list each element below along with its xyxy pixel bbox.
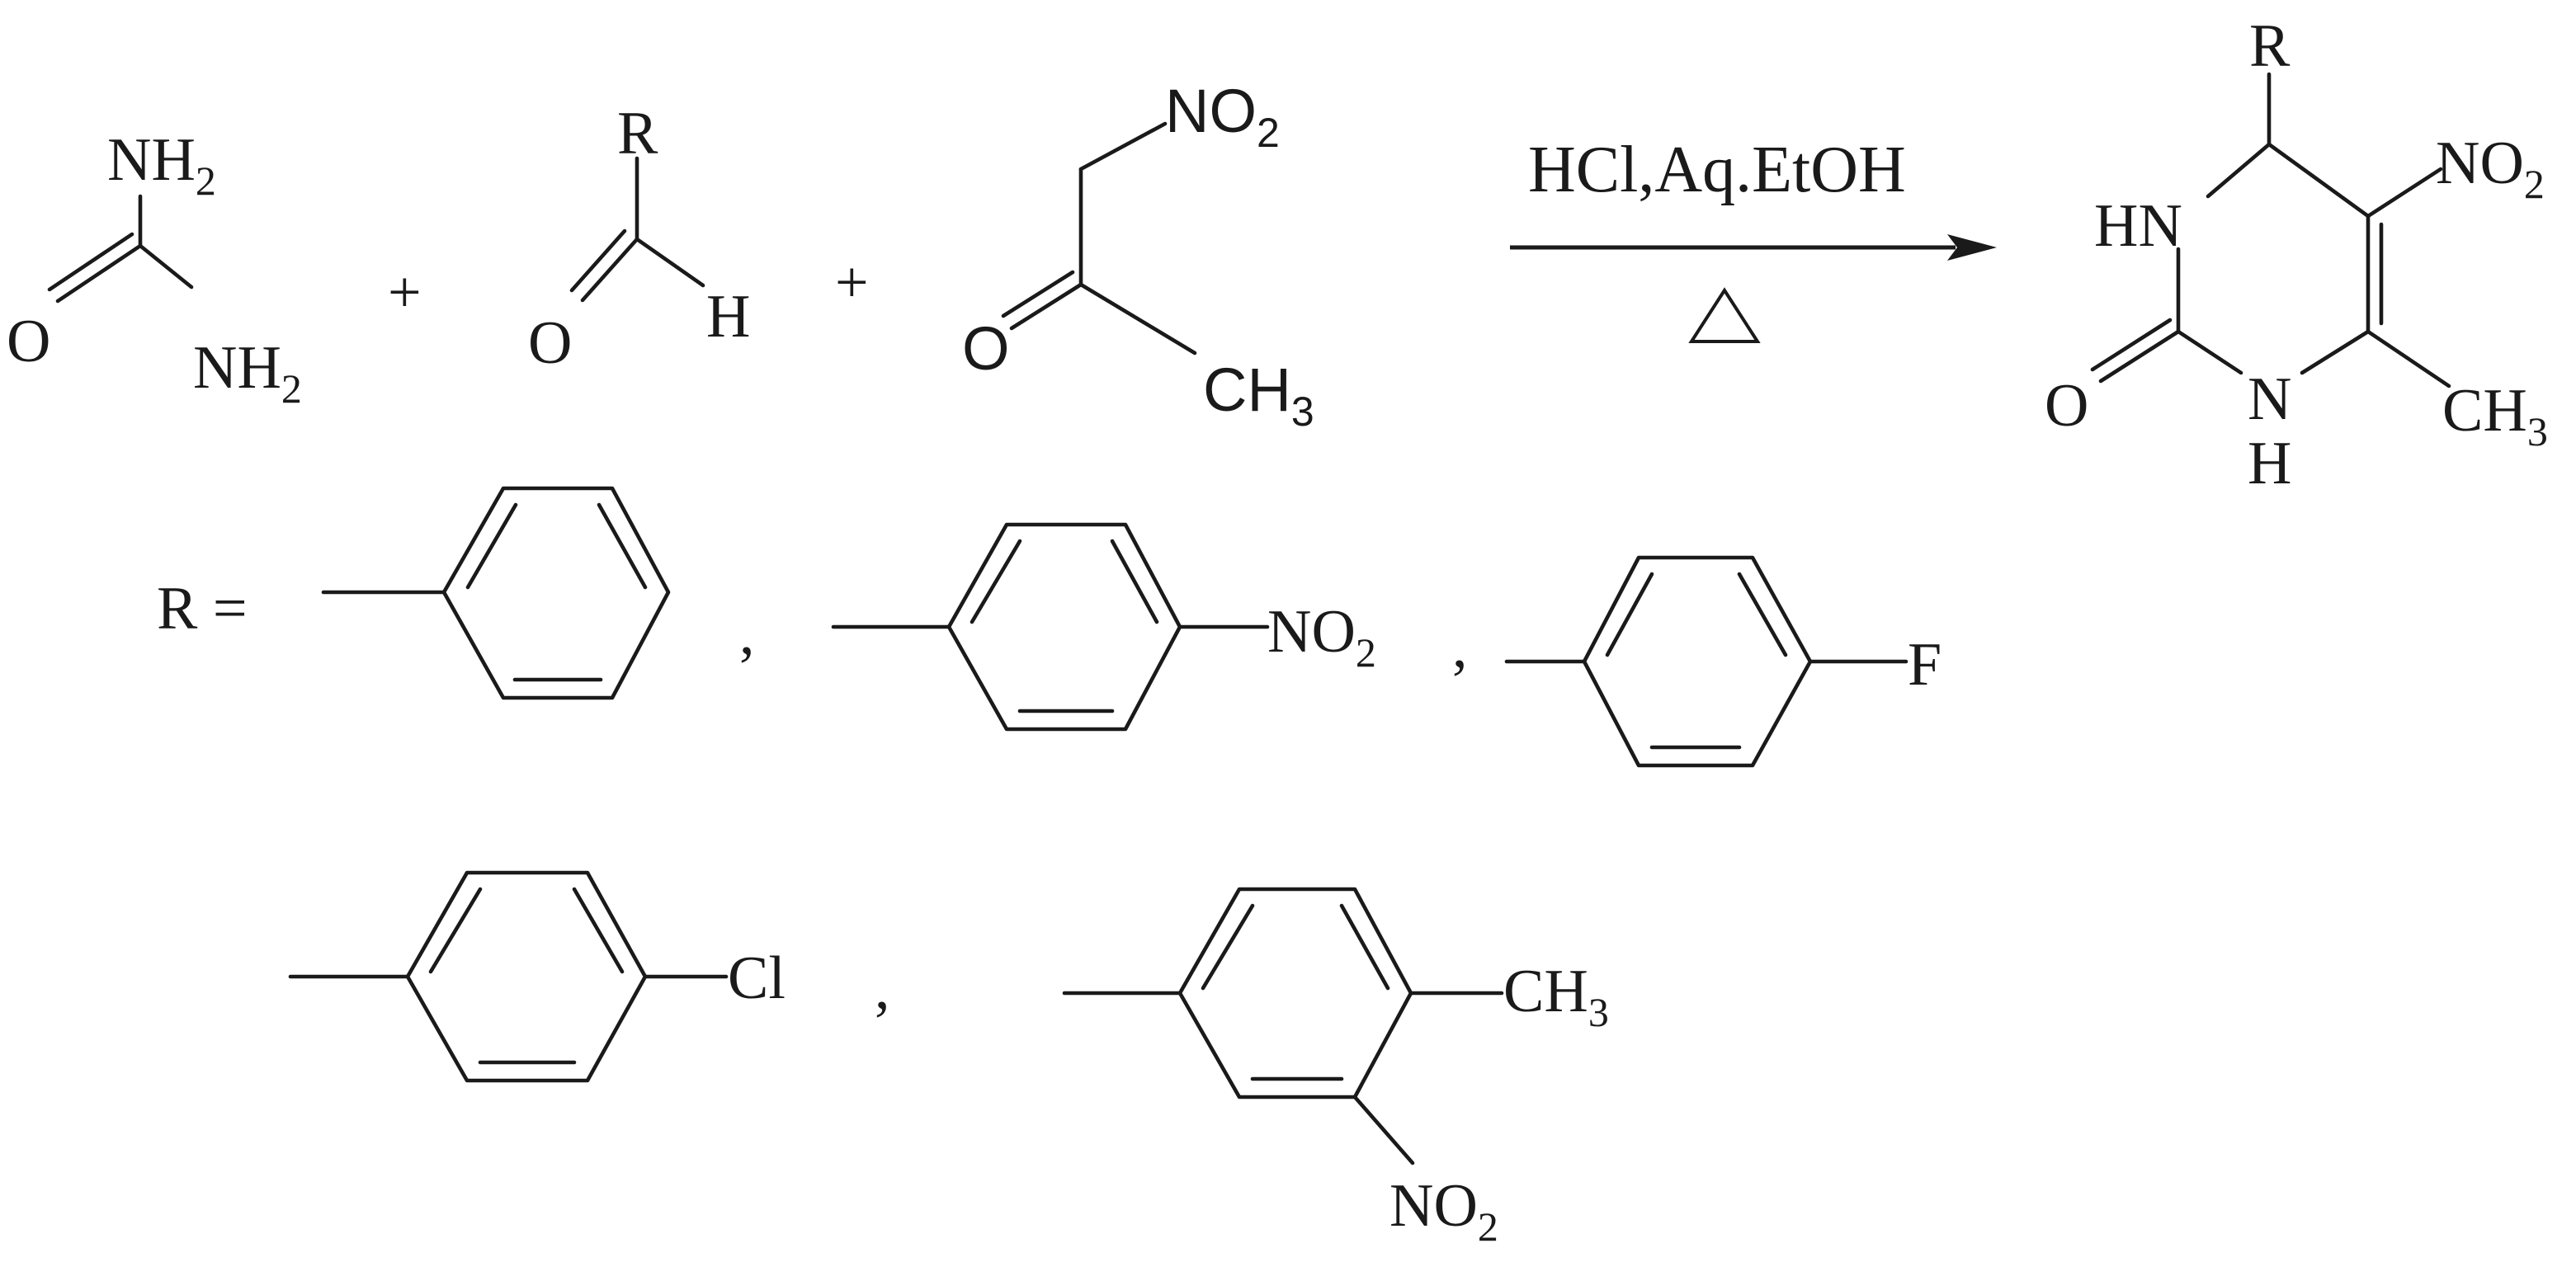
reaction-arrow: HCl,Aq.EtOH [1510, 134, 1997, 343]
chlorophenyl-double-2 [572, 887, 625, 974]
r-definition-label: R = [157, 575, 248, 643]
aldehyde-bond-co-2 [569, 228, 627, 293]
urea-bottom-amine: NH2 [193, 334, 302, 412]
product-methyl: CH3 [2442, 377, 2548, 454]
separator-1: , [739, 600, 755, 667]
aldehyde-hydrogen: H [706, 283, 750, 351]
product-h-bottom: H [2248, 430, 2291, 497]
chlorophenyl-ring [405, 870, 648, 1083]
aldehyde-bond-co-1 [580, 237, 639, 303]
nitroacetone-oxygen: O [962, 314, 1010, 383]
product-structure: R HN NO2 O N H CH3 [2045, 12, 2548, 497]
urea-structure: NH2 NH2 O [7, 126, 302, 412]
nitroacetone-bond-co-1 [1009, 282, 1083, 331]
separator-3: , [875, 954, 890, 1022]
urea-bond-co-1 [55, 243, 143, 304]
nitroacetone-bond-c-ch3 [1078, 282, 1197, 356]
fluorophenyl-double-2 [1737, 572, 1788, 657]
arrow-head [1947, 234, 1997, 261]
fluorophenyl-double-1 [1605, 572, 1654, 657]
substituent-4-nitrophenyl: NO2 [831, 522, 1376, 732]
nitroacetone-structure: NO2 O CH3 [962, 77, 1314, 435]
product-bond-c6-n1 [2300, 329, 2371, 375]
substituent-4-fluorophenyl: F [1504, 555, 1941, 768]
substituent-4-methyl-3-nitrophenyl: CH3 NO2 [1062, 887, 1609, 1250]
mnp-no2-bond [1352, 1095, 1415, 1165]
substituent-4-chlorophenyl: Cl [288, 870, 786, 1083]
nitrophenyl-double-2 [1110, 539, 1159, 624]
plus-sign-2: + [835, 249, 869, 315]
separator-2: , [1452, 613, 1468, 680]
mnp-nitro: NO2 [1389, 1172, 1498, 1250]
nitrophenyl-ring [946, 522, 1182, 732]
phenyl-double-1 [465, 502, 518, 590]
product-nh-top: HN [2094, 192, 2182, 260]
chlorophenyl-double-1 [428, 887, 483, 974]
mnp-double-2 [1339, 903, 1390, 991]
product-bond-c5-no2 [2366, 167, 2443, 219]
urea-top-amine: NH2 [107, 126, 216, 204]
urea-bond-co-2 [47, 232, 134, 292]
aldehyde-structure: R O H [528, 100, 750, 377]
heat-delta-symbol [1688, 287, 1761, 343]
aldehyde-bond-c-h [635, 237, 705, 288]
urea-oxygen: O [7, 308, 50, 375]
product-bond-c6-ch3 [2366, 329, 2451, 388]
aldehyde-r-group: R [617, 100, 658, 167]
fluorophenyl-fluorine: F [1908, 631, 1941, 699]
product-oxygen: O [2045, 372, 2088, 440]
nitrophenyl-double-1 [970, 539, 1022, 624]
product-bond-co-2 [2090, 318, 2173, 372]
nitroacetone-bond-ch2-no2 [1078, 121, 1168, 172]
nitrophenyl-nitro: NO2 [1267, 598, 1376, 676]
chlorophenyl-chlorine: Cl [728, 944, 786, 1012]
urea-bond-c-nh2-bottom [138, 243, 194, 290]
mnp-ring [1177, 887, 1413, 1100]
mnp-double-1 [1201, 903, 1255, 991]
nitroacetone-nitro: NO2 [1165, 77, 1280, 156]
nitroacetone-methyl: CH3 [1203, 356, 1314, 435]
mnp-methyl: CH3 [1503, 958, 1609, 1035]
phenyl-ring [441, 486, 671, 700]
plus-sign-1: + [388, 259, 422, 325]
product-r-group: R [2249, 12, 2291, 80]
product-nitro: NO2 [2436, 129, 2545, 207]
nitroacetone-bond-co-2 [1001, 270, 1075, 318]
aldehyde-oxygen: O [528, 309, 572, 377]
phenyl-double-2 [597, 502, 648, 590]
product-bond-co-1 [2098, 329, 2181, 384]
product-n-bottom: N [2248, 365, 2291, 433]
fluorophenyl-ring [1582, 555, 1813, 768]
product-bond-n3-c4 [2206, 142, 2272, 199]
reaction-conditions: HCl,Aq.EtOH [1528, 134, 1906, 206]
product-bond-n1-c2 [2176, 329, 2243, 375]
substituent-phenyl [321, 486, 671, 700]
product-bond-c4-c5 [2267, 142, 2371, 219]
